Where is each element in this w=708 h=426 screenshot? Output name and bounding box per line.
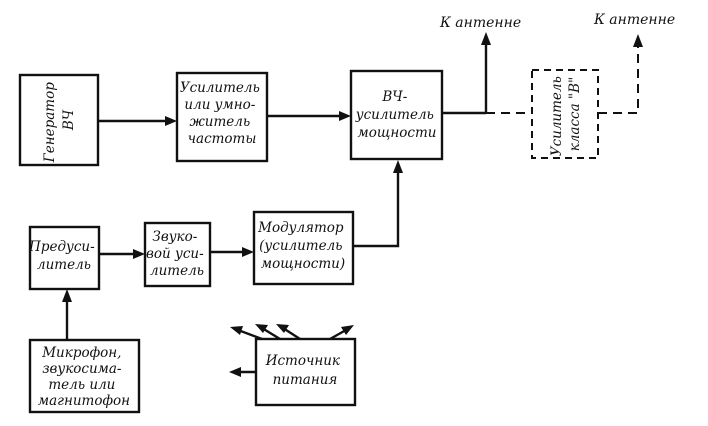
rf-generator-label-1: Генератор xyxy=(42,82,58,163)
connection-audio-amp-to-modulator xyxy=(210,247,254,257)
rf-power-amp-label-3: мощности xyxy=(358,125,437,141)
svg-text:Предуси- литель: Предуси- литель xyxy=(28,239,99,273)
power-supply-label-2: питания xyxy=(273,372,338,388)
svg-text:Генератор ВЧ: Генератор ВЧ xyxy=(42,78,77,163)
preamp-label-1: Предуси- xyxy=(28,239,95,255)
svg-text:Усилитель или умно-: Усилитель или умно- житель частоты xyxy=(180,80,264,147)
svg-text:Микрофон, звукосима-: Микрофон, звукосима- тель или магнитофон xyxy=(38,345,130,409)
multiplier-label-4: частоты xyxy=(188,131,257,147)
power-supply-outputs xyxy=(229,324,354,377)
svg-text:Звуко- вой уси- ли: Звуко- вой уси- литель xyxy=(146,229,208,279)
connection-microphone-to-preamp xyxy=(62,289,72,340)
block-preamplifier: Предуси- литель xyxy=(28,225,101,291)
microphone-label-4: магнитофон xyxy=(38,393,130,409)
block-audio-amplifier: Звуко- вой уси- литель xyxy=(143,221,212,288)
multiplier-label-1: Усилитель xyxy=(180,80,260,96)
svg-text:Модулятор (усилитель: Модулятор (усилитель мощности) xyxy=(257,220,348,272)
connection-preamp-to-audio-amp xyxy=(99,249,145,259)
connection-class-b-to-antenna-dashed xyxy=(598,34,643,114)
audio-amp-label-3: литель xyxy=(150,263,204,279)
modulator-label-2: (усилитель xyxy=(259,238,342,254)
microphone-label-2: звукосима- xyxy=(42,361,122,377)
connection-modulator-to-rf-amp xyxy=(353,160,403,248)
svg-text:ВЧ- усилитель мощн: ВЧ- усилитель мощности xyxy=(355,89,438,141)
block-modulator: Модулятор (усилитель мощности) xyxy=(252,210,355,286)
connection-generator-to-multiplier xyxy=(98,116,177,126)
block-rf-power-amplifier: ВЧ- усилитель мощности xyxy=(349,69,444,161)
multiplier-label-2: или умно- xyxy=(184,97,255,113)
block-class-b-amplifier: Усилитель класса "В" xyxy=(531,69,599,159)
audio-amp-label-1: Звуко- xyxy=(152,229,197,245)
rf-power-amp-label-2: усилитель xyxy=(355,107,434,123)
multiplier-label-3: житель xyxy=(189,114,250,130)
modulator-label-3: мощности) xyxy=(261,256,345,272)
antenna-label-optional: К антенне xyxy=(593,12,675,28)
audio-amp-label-2: вой уси- xyxy=(146,246,204,262)
svg-text:Источник питания: Источник питания xyxy=(265,353,345,388)
modulator-label-1: Модулятор xyxy=(257,220,344,236)
block-frequency-multiplier: Усилитель или умно- житель частоты xyxy=(175,71,269,163)
microphone-label-1: Микрофон, xyxy=(41,345,121,361)
power-supply-label-1: Источник xyxy=(265,353,341,369)
svg-text:Усилитель класса "В": Усилитель класса "В" xyxy=(549,72,583,156)
connection-rf-amp-output xyxy=(442,32,491,115)
antenna-label-main: К антенне xyxy=(439,15,521,31)
block-rf-generator: Генератор ВЧ xyxy=(18,73,100,167)
class-b-amp-label-2: класса "В" xyxy=(567,77,583,152)
class-b-amp-label-1: Усилитель xyxy=(549,76,565,156)
microphone-label-3: тель или xyxy=(48,377,115,393)
preamp-label-2: литель xyxy=(37,257,91,273)
rf-generator-label-2: ВЧ xyxy=(61,109,77,131)
block-power-supply: Источник питания xyxy=(254,337,357,407)
block-microphone: Микрофон, звукосима- тель или магнитофон xyxy=(28,338,141,414)
connection-multiplier-to-rf-amp xyxy=(267,111,351,121)
rf-power-amp-label-1: ВЧ- xyxy=(381,89,407,105)
